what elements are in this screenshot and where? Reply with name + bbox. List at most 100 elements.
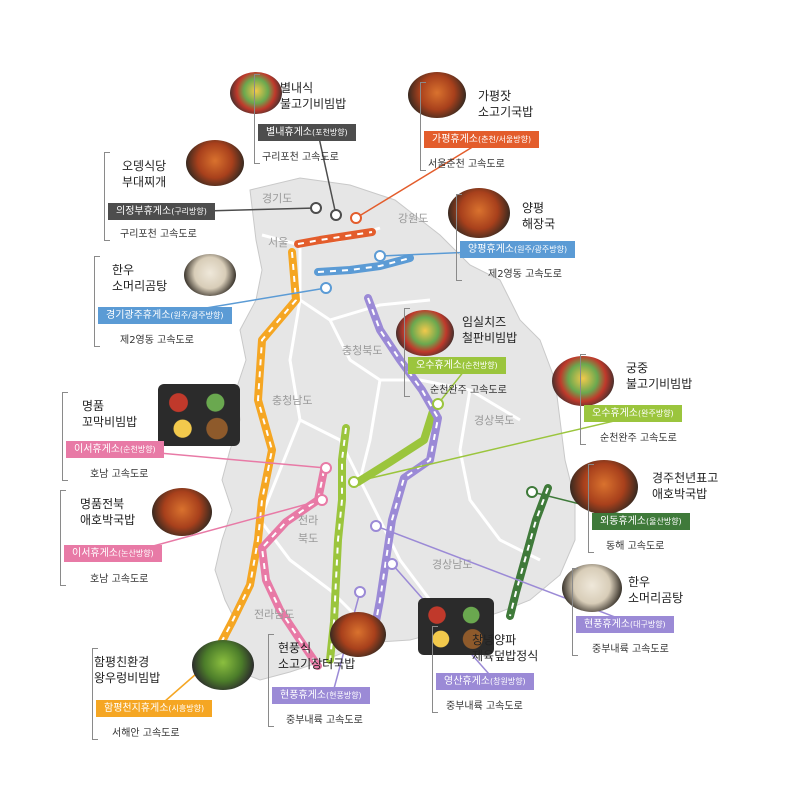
dish-title-line: 명품전북 xyxy=(80,497,125,511)
route-donghae-darkgreen xyxy=(506,484,552,620)
station-badge-byeollae: 별내휴게소(포천방향) xyxy=(258,124,356,141)
region-label-chungbuk: 충청북도 xyxy=(342,344,382,357)
card-frame-myeongpum2 xyxy=(60,490,66,586)
dish-title-line: 불고기비빔밥 xyxy=(280,97,347,111)
station-badge-gyeonggigwangju: 경기광주휴게소(원주/광주방향) xyxy=(98,307,232,324)
dish-photo-hyeonpung xyxy=(330,612,386,657)
dish-title-line: 경주천년표고 xyxy=(652,471,719,485)
station-direction: (포천방향) xyxy=(312,128,348,137)
station-badge-gapyeong: 가평휴게소(춘천/서울방향) xyxy=(424,131,540,148)
highway-name-changnyeong: 중부내륙 고속도로 xyxy=(446,701,523,712)
highway-name-gungjung: 순천완주 고속도로 xyxy=(600,433,677,444)
dish-title-line: 소머리곰탕 xyxy=(628,591,684,605)
station-pin-gapyeong xyxy=(350,212,362,224)
dish-title-line: 애호박국밥 xyxy=(80,513,136,527)
dish-photo-hanwoo2 xyxy=(562,564,622,612)
dish-photo-byeollae xyxy=(230,72,282,114)
highway-name-gapyeong: 서울춘천 고속도로 xyxy=(428,159,505,170)
station-pin-myeongpum1 xyxy=(320,462,332,474)
station-badge-gyeongju: 외동휴게소(울산방향) xyxy=(592,513,690,530)
station-pin-uijeongbu xyxy=(310,202,322,214)
station-name: 오수휴게소 xyxy=(592,408,638,419)
dish-title-line: 창녕양파 xyxy=(472,633,517,647)
dish-title-line: 왕우렁비빔밥 xyxy=(94,671,161,685)
station-direction: (논산방향) xyxy=(118,549,154,558)
card-frame-hanwoo2 xyxy=(572,568,578,656)
dish-photo-yangpyeong xyxy=(448,188,510,238)
card-frame-yangpyeong xyxy=(456,194,462,281)
dish-photo-myeongpum2 xyxy=(152,488,212,536)
dish-title-line: 소고기장터국밥 xyxy=(278,657,356,671)
station-direction: (창원방향) xyxy=(490,677,526,686)
dish-photo-gapyeong xyxy=(408,72,466,118)
dish-title-line: 임실치즈 xyxy=(462,315,507,329)
highway-name-hyeonpung: 중부내륙 고속도로 xyxy=(286,715,363,726)
dish-title-line: 현풍식 xyxy=(278,641,312,655)
leader-line-byeollae xyxy=(317,132,337,216)
station-direction: (현풍방향) xyxy=(326,691,362,700)
station-badge-yangpyeong: 양평휴게소(원주/광주방향) xyxy=(460,241,576,258)
station-direction: (완주방향) xyxy=(638,409,674,418)
station-name: 현풍휴게소 xyxy=(584,619,630,630)
card-frame-changnyeong xyxy=(432,626,438,713)
station-direction: (원주/광주방향) xyxy=(514,245,568,254)
route-green-branch xyxy=(354,404,438,486)
dish-title-line: 오뎅식당 xyxy=(122,159,167,173)
highway-name-uijeongbu: 구리포천 고속도로 xyxy=(120,229,197,240)
station-name: 현풍휴게소 xyxy=(280,690,326,701)
station-badge-myeongpum1: 이서휴게소(순천방향) xyxy=(66,441,164,458)
card-frame-gapyeong xyxy=(420,82,426,171)
station-pin-imsil xyxy=(432,398,444,410)
dish-title-line: 애호박국밥 xyxy=(652,487,708,501)
station-name: 가평휴게소 xyxy=(432,134,478,145)
highway-name-byeollae: 구리포천 고속도로 xyxy=(262,152,339,163)
leader-line-gungjung xyxy=(353,413,645,483)
card-frame-hampyeong xyxy=(92,648,98,740)
card-frame-gungjung xyxy=(580,354,586,445)
station-name: 함평천지휴게소 xyxy=(104,703,169,714)
station-pin-hanwoo2 xyxy=(370,520,382,532)
station-pin-myeongpum2 xyxy=(316,494,328,506)
dish-title-line: 별내식 xyxy=(280,81,314,95)
dish-photo-changnyeong xyxy=(418,598,494,655)
leader-line-gapyeong xyxy=(355,139,485,219)
region-label-jeonbuk-1: 전라 xyxy=(298,514,318,527)
dish-title-line: 명품 xyxy=(82,399,105,413)
station-direction: (순천방향) xyxy=(120,445,156,454)
dish-photo-imsil xyxy=(396,310,454,356)
station-pin-gungjung xyxy=(348,476,360,488)
dish-title-line: 부대찌개 xyxy=(122,175,167,189)
station-badge-changnyeong: 영산휴게소(창원방향) xyxy=(436,673,534,690)
station-badge-hampyeong: 함평천지휴게소(시흥방향) xyxy=(96,700,213,717)
dish-title-line: 제육덮밥정식 xyxy=(472,649,539,663)
highway-name-gyeonggigwangju: 제2영동 고속도로 xyxy=(120,335,194,346)
station-badge-imsil: 오수휴게소(순천방향) xyxy=(408,357,506,374)
card-frame-hyeonpung xyxy=(268,634,274,727)
station-direction: (울산방향) xyxy=(646,517,682,526)
region-label-gyeongbuk: 경상북도 xyxy=(474,414,514,427)
station-direction: (춘천/서울방향) xyxy=(478,135,532,144)
station-badge-uijeongbu: 의정부휴게소(구리방향) xyxy=(108,203,215,220)
dish-photo-hampyeong xyxy=(192,640,254,690)
card-frame-gyeonggigwangju xyxy=(94,256,100,347)
station-direction: (시흥방향) xyxy=(168,704,205,713)
dish-photo-gyeonggigwangju xyxy=(184,254,236,296)
card-frame-gyeongju xyxy=(588,464,594,553)
dish-title-line: 양평 xyxy=(522,201,545,215)
dish-title-line: 한우 xyxy=(628,575,651,589)
dish-photo-gyeongju xyxy=(570,460,638,514)
dish-photo-uijeongbu xyxy=(186,140,244,186)
station-badge-gungjung: 오수휴게소(완주방향) xyxy=(584,405,682,422)
station-name: 영산휴게소 xyxy=(444,676,490,687)
station-pin-gyeonggigwangju xyxy=(320,282,332,294)
station-pin-yangpyeong xyxy=(374,250,386,262)
station-pin-changnyeong xyxy=(386,558,398,570)
